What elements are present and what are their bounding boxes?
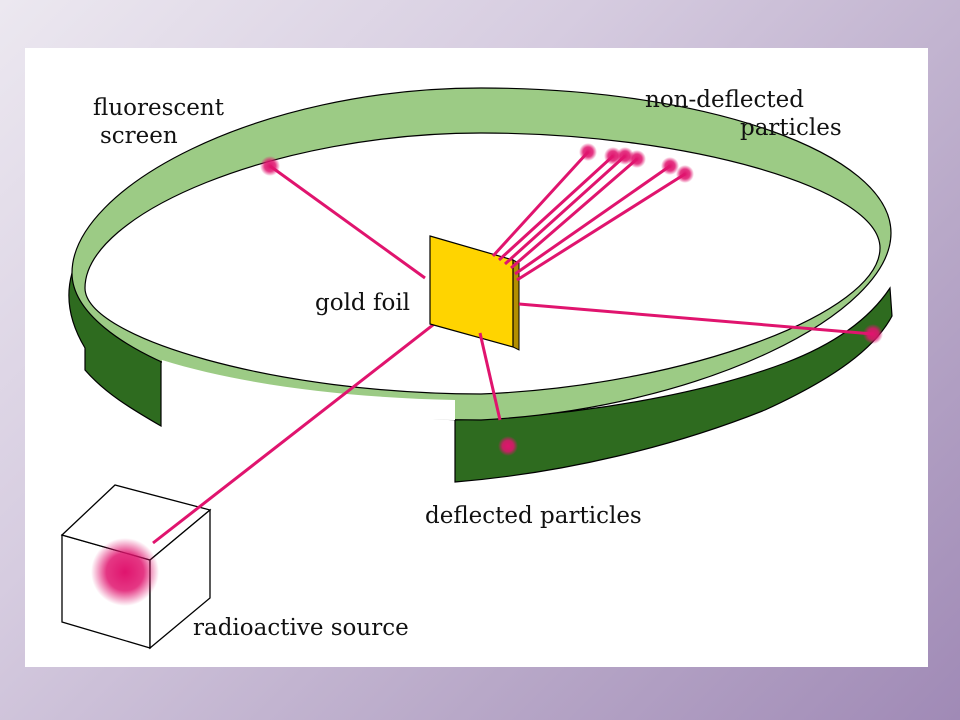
non-deflected-spots bbox=[579, 143, 694, 183]
screen-inner-ring bbox=[71, 87, 892, 421]
non-deflected-beams bbox=[491, 150, 686, 282]
screen-gap bbox=[162, 360, 455, 420]
incident-beam bbox=[152, 298, 466, 545]
rutherford-experiment-diagram bbox=[60, 87, 893, 650]
label-radioactive-source: radioactive source bbox=[193, 615, 409, 641]
gold-foil bbox=[429, 235, 514, 348]
label-gold-foil: gold foil bbox=[315, 290, 411, 316]
source-glow bbox=[91, 538, 159, 606]
label-deflected-particles: deflected particles bbox=[425, 503, 642, 529]
screen-outer-right bbox=[454, 286, 893, 483]
label-fluorescent-screen-2: screen bbox=[100, 123, 178, 149]
label-non-deflected-2: particles bbox=[740, 115, 842, 141]
deflected-beams bbox=[269, 164, 874, 421]
deflected-spots bbox=[260, 156, 883, 456]
diagram-panel: fluorescent screen non-deflected particl… bbox=[25, 48, 928, 667]
label-fluorescent-screen-1: fluorescent bbox=[93, 95, 224, 121]
label-non-deflected-1: non-deflected bbox=[645, 87, 804, 113]
